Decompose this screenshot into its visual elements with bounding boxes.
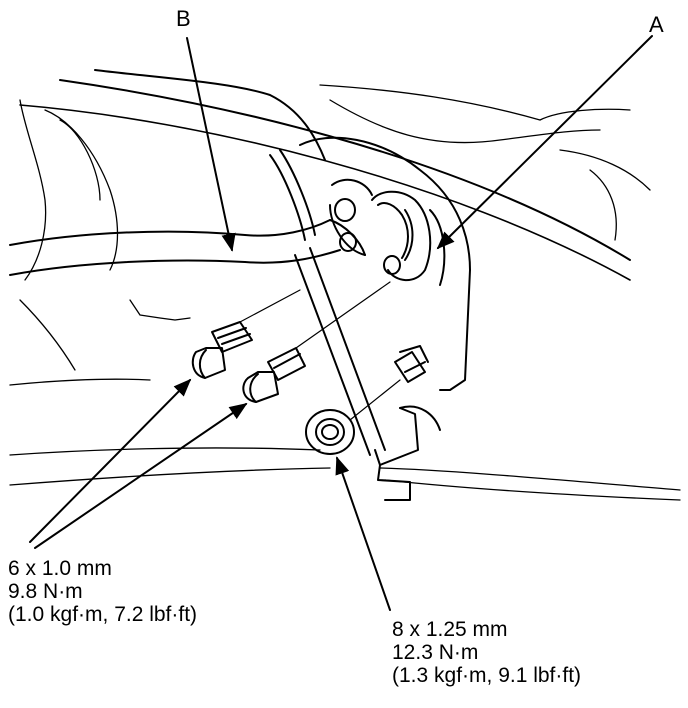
stud — [394, 345, 429, 383]
top-rails — [19, 69, 631, 281]
spec-right-size: 8 x 1.25 mm — [392, 618, 508, 641]
nut — [305, 379, 401, 455]
pipe-b — [9, 149, 366, 276]
callout-a-label: A — [649, 12, 664, 37]
spec-left-torque-alt: (1.0 kgf·m, 7.2 lbf·ft) — [8, 603, 198, 626]
callout-b-label: B — [176, 6, 191, 31]
bracket — [299, 136, 471, 501]
body-contours — [9, 84, 681, 501]
spec-right-torque-alt: (1.3 kgf·m, 9.1 lbf·ft) — [392, 664, 582, 687]
strap — [294, 247, 386, 456]
spec-left: 6 x 1.0 mm 9.8 N·m (1.0 kgf·m, 7.2 lbf·f… — [8, 557, 197, 626]
spec-left-torque: 9.8 N·m — [8, 580, 83, 603]
spec-left-size: 6 x 1.0 mm — [8, 557, 112, 580]
bolt-upper — [191, 289, 301, 379]
spec-right: 8 x 1.25 mm 12.3 N·m (1.3 kgf·m, 9.1 lbf… — [392, 618, 581, 687]
spec-right-torque: 12.3 N·m — [392, 641, 479, 664]
flange-a — [329, 178, 432, 282]
bolt-lower — [242, 281, 391, 403]
leader-lines — [29, 35, 653, 611]
